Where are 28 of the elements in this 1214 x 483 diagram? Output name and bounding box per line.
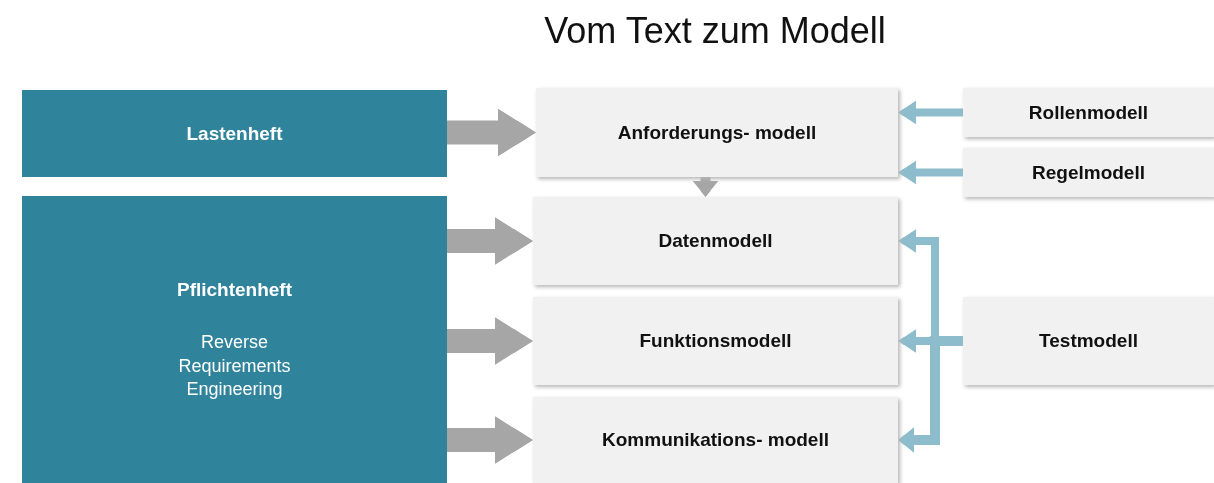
document-box [22,90,447,177]
box-label: Testmodell [1038,329,1139,353]
arrow [898,160,963,185]
arrow [692,177,719,197]
model-box [963,148,1214,197]
box-label: Rollenmodell [1027,100,1150,125]
arrow [898,100,963,125]
block-arrow [447,108,536,157]
model-box [533,197,898,285]
diagram-title: Vom Text zum Modell [543,10,887,52]
model-box [963,88,1214,137]
box-label: Lastenheft [185,121,284,146]
box-label: Pflichtenheft [175,277,294,302]
box-label: Anforderungs- modell [616,120,818,145]
box-label: Funktionsmodell [638,329,793,353]
box-description: Reverse Requirements Engineering [177,331,292,402]
arrow [898,336,963,453]
block-arrow [447,416,533,464]
model-box [533,297,898,385]
model-box [536,88,898,177]
model-box [533,397,898,483]
block-arrow [447,217,533,265]
block-arrow [447,317,533,365]
document-box [22,196,447,483]
box-label: Regelmodell [1031,160,1146,185]
box-label: Kommunikations- modell [601,428,830,452]
box-label: Datenmodell [657,229,774,253]
model-box [963,297,1214,385]
